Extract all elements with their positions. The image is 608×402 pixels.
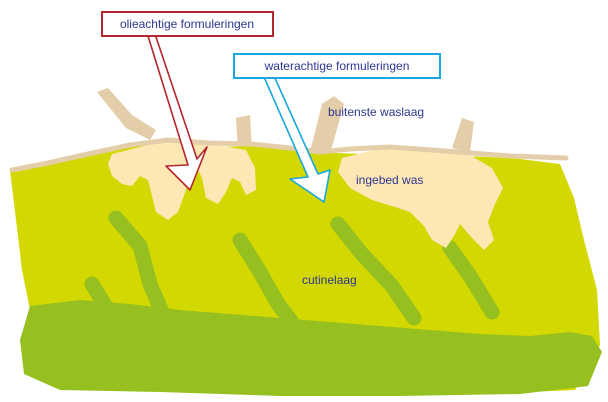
outer-wax-layer-label: buitenste waslaag <box>328 105 424 119</box>
water-formulations-label: waterachtige formuleringen <box>234 54 440 78</box>
oil-formulations-text: olieachtige formuleringen <box>120 17 254 31</box>
cutin-layer-label: cutinelaag <box>302 273 357 287</box>
embedded-wax-label: ingebed was <box>356 173 423 187</box>
oil-formulations-label: olieachtige formuleringen <box>102 12 273 36</box>
wax-projection-1 <box>97 88 156 140</box>
wax-projection-4 <box>452 118 474 152</box>
water-formulations-text: waterachtige formuleringen <box>264 59 410 73</box>
